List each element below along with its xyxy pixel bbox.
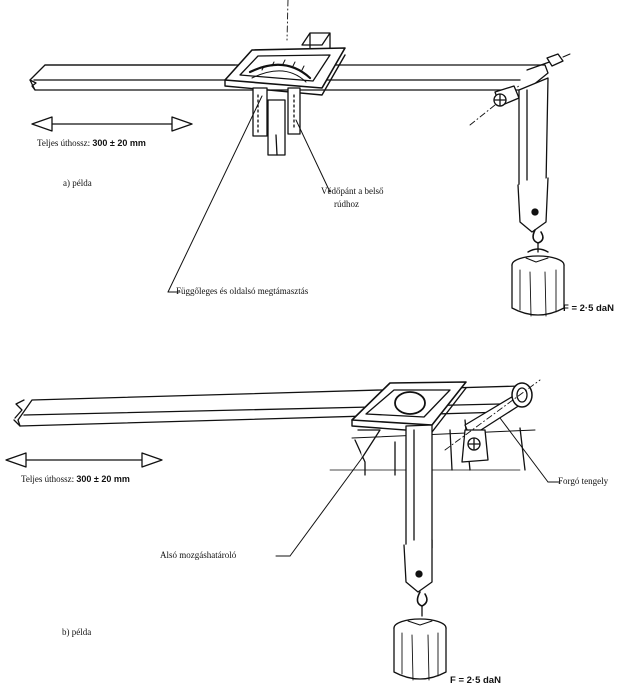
lever-assembly-b <box>403 424 433 617</box>
weight-b <box>393 618 447 681</box>
guide-frame-b <box>351 381 467 433</box>
force-label-a: F = 2·5 daN <box>563 303 614 314</box>
length-value-a: 300 ± 20 mm <box>92 138 146 148</box>
center-axis-line <box>286 0 289 41</box>
axis-leader-line <box>499 417 549 483</box>
guard-leader-line <box>295 119 331 193</box>
vertical-guide <box>301 32 331 51</box>
figure-a-drawing <box>29 0 571 317</box>
figure-b-drawing <box>5 379 561 681</box>
support-label: Függőleges és oldalsó megtámasztás <box>176 286 309 296</box>
length-label-b-text: Teljes úthossz: <box>21 474 75 484</box>
support-leader-line <box>167 95 263 293</box>
weight-a <box>511 248 565 317</box>
example-b-label: b) példa <box>62 627 92 637</box>
example-a-label: a) példa <box>63 178 92 188</box>
guard-label-line2: rúdhoz <box>334 199 359 209</box>
stop-leader-line <box>289 457 363 557</box>
axis-label: Forgó tengely <box>558 476 609 486</box>
force-label-b: F = 2·5 daN <box>450 675 501 686</box>
guide-frame-a <box>224 47 346 96</box>
length-label-a: Teljes úthossz: 300 ± 20 mm <box>37 138 146 149</box>
length-label-a-text: Teljes úthossz: <box>37 138 91 148</box>
length-arrow-a <box>31 116 193 132</box>
guard-label-line1: Védőpánt a belső <box>321 186 384 196</box>
length-value-b: 300 ± 20 mm <box>76 474 130 484</box>
length-arrow-b <box>5 452 163 468</box>
rotating-shaft-b <box>444 379 541 463</box>
lever-assembly-a <box>469 53 571 253</box>
base-support-b <box>329 419 536 476</box>
vertical-support-a <box>252 87 301 156</box>
stop-label: Alsó mozgáshatároló <box>160 550 237 560</box>
length-label-b: Teljes úthossz: 300 ± 20 mm <box>21 474 130 485</box>
